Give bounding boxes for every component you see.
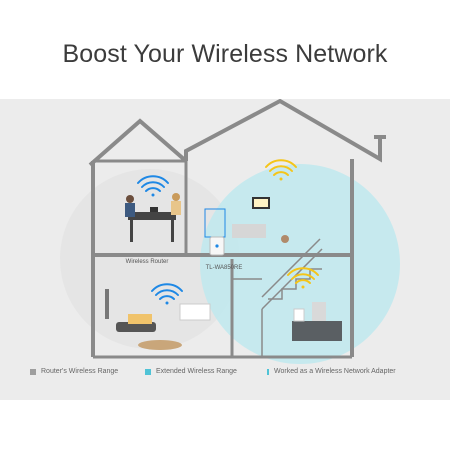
house-outline bbox=[88, 99, 382, 359]
upper-left-room bbox=[125, 193, 181, 242]
legend-swatch-gray bbox=[30, 368, 36, 375]
lower-right-room bbox=[292, 302, 342, 341]
living-room bbox=[105, 289, 211, 350]
extender-device bbox=[204, 208, 226, 256]
wifi-icon-blue bbox=[137, 175, 169, 197]
legend-swatch-cyan bbox=[145, 368, 151, 375]
page-title: Boost Your Wireless Network bbox=[62, 40, 388, 68]
legend-extended-range: Extended Wireless Range bbox=[145, 368, 237, 375]
wifi-icon-yellow-2 bbox=[287, 267, 319, 289]
house-illustration: Wireless Router TL-WA850RE bbox=[60, 99, 400, 364]
router-label: Wireless Router bbox=[126, 259, 169, 265]
legend-swatch-bar bbox=[267, 368, 269, 375]
legend-adapter: Worked as a Wireless Network Adapter bbox=[267, 368, 396, 375]
extender-label: TL-WA850RE bbox=[206, 265, 243, 271]
legend-router-range: Router's Wireless Range bbox=[30, 368, 118, 375]
wifi-icon-blue-2 bbox=[151, 283, 183, 305]
wifi-icon-yellow bbox=[265, 159, 297, 181]
upper-right-room bbox=[232, 197, 289, 243]
